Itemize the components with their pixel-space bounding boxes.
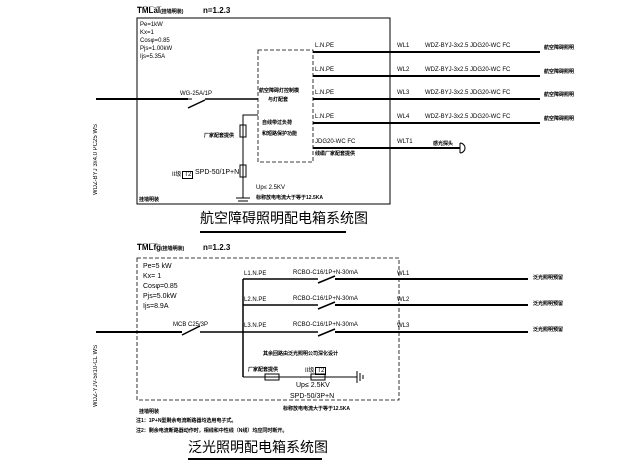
panel2-code: T̅M̅L̅f̅g̅ xyxy=(137,243,161,252)
circuit-id: WL2 xyxy=(397,67,410,73)
controller-protect-1: 自线带过负荷 xyxy=(262,120,293,126)
panel1-up-label: Up≤ 2.5KV xyxy=(256,185,285,191)
sensor-note: 线缆厂家配套提供 xyxy=(315,151,356,157)
panel1-main-breaker-label: WG-25A/1P xyxy=(180,91,213,97)
panel1-fuse-symbol xyxy=(239,124,247,138)
panel2-spd-box: T2 xyxy=(315,367,327,375)
param-pe: Pe=1kW xyxy=(140,22,163,28)
panel1-params: Pe=1kW Kx=1 Cosφ=0.85 Pjs=1.00kW Ijs=5.3… xyxy=(140,21,172,61)
controller-text-1: 航空障碍灯控制模 xyxy=(259,88,300,94)
circuit-load: 航空障碍照明 xyxy=(544,92,575,98)
param-pe: Pe=5 kW xyxy=(143,263,172,270)
circuit-breaker: RCBO-C16/1P+N-30mA xyxy=(293,296,358,302)
circuit-phase: L3.N.PE xyxy=(244,323,267,329)
param-pjs: Pjs=1.00kW xyxy=(140,46,173,52)
panel2-name: T̅M̅L̅f̅g̅(挂墙明装) xyxy=(137,243,184,252)
circuit-load: 泛光照明预留 xyxy=(533,301,564,307)
circuit-load: 泛光照明预留 xyxy=(533,275,564,281)
circuit-phase: L1.N.PE xyxy=(244,271,267,277)
panel2-mount-note: 挂墙明装 xyxy=(139,409,160,415)
panel2-main-breaker-contact xyxy=(181,325,201,336)
panel1-main-breaker-contact xyxy=(187,99,206,109)
controller-protect-2: 和短路保护功能 xyxy=(262,131,298,137)
panel1-enclosure xyxy=(136,17,391,205)
panel2-incoming-cable: WDZ-YJV-5x10-CL WS xyxy=(93,344,99,407)
note-2: 注2：剩余电流断路器动作时，相线和中性线（N线）均应同时断开。 xyxy=(136,428,288,434)
param-pjs: Pjs=5.0kW xyxy=(143,293,177,300)
panel2-discharge-note: 标称放电电流大于等于12.5KA xyxy=(283,406,350,412)
circuit-phase: L.N.PE xyxy=(315,90,335,96)
circuit-id: WL1 xyxy=(397,43,410,49)
circuit-phase: L.N.PE xyxy=(315,67,335,73)
param-ijs: Ijs=8.9A xyxy=(143,303,169,310)
circuit-load: 航空障碍照明 xyxy=(544,69,575,75)
sensor-id: WLT1 xyxy=(397,139,413,145)
circuit-phase: L.N.PE xyxy=(315,43,335,49)
panel2-n-label: n=1.2.3 xyxy=(203,243,231,252)
circuit-id: WL1 xyxy=(397,271,410,277)
circuit-load: 泛光照明预留 xyxy=(533,327,564,333)
circuit-breaker: RCBO-C16/1P+N-30mA xyxy=(293,270,358,276)
panel1-vendor-note: 厂家配套提供 xyxy=(204,133,235,139)
panel1-spd-label: SPD-50/1P+N xyxy=(195,169,240,176)
circuit-id: WL4 xyxy=(397,114,410,120)
sensor-head-symbol xyxy=(459,142,466,154)
panel1-incoming-cable: WDZ-BYJ 3x4.0 PC25 WS xyxy=(93,123,99,195)
param-ijs: Ijs=5.35A xyxy=(140,54,166,60)
circuit-id: WL3 xyxy=(397,90,410,96)
circuit-cable: WDZ-BYJ-3x2.5 JDG20-WC FC xyxy=(425,90,511,96)
sensor-load: 感光探头 xyxy=(433,141,454,147)
circuit-id: WL2 xyxy=(397,297,410,303)
circuit-phase: L.N.PE xyxy=(315,114,335,120)
panel2-fuse-symbol xyxy=(264,373,280,381)
param-kx: Kx=1 xyxy=(140,30,154,36)
panel2-mount-suffix: (挂墙明装) xyxy=(161,246,185,252)
panel2-enclosure xyxy=(136,257,400,401)
panel1-title: 航空障碍照明配电箱系统图 xyxy=(200,210,368,226)
panel2-title: 泛光照明配电箱系统图 xyxy=(188,439,328,455)
panel1-spd-branch xyxy=(242,114,258,198)
circuit-id: WL3 xyxy=(397,323,410,329)
panel2-up-label: Up≤ 2.5KV xyxy=(296,382,330,389)
panel2-spd-label: SPD-50/3P+N xyxy=(290,393,335,400)
circuit-phase: L2.N.PE xyxy=(244,297,267,303)
panel1-code: T̅M̅L̅a̅l̅ xyxy=(137,6,161,15)
circuit-cable: WDZ-BYJ-3x2.5 JDG20-WC FC xyxy=(425,114,511,120)
panel1-name: T̅M̅L̅a̅l̅(挂墙明装) xyxy=(137,6,183,15)
panel1-mount-note: 挂墙明装 xyxy=(139,197,160,203)
panel1-controller-box xyxy=(257,49,314,163)
panel2-spd-symbol xyxy=(310,373,326,381)
param-cos: Cosφ=0.85 xyxy=(143,283,178,290)
param-kx: Kx= 1 xyxy=(143,273,162,280)
param-cos: Cosφ=0.85 xyxy=(140,38,170,44)
panel1-discharge-note: 标称放电电流大于等于12.5KA xyxy=(256,195,323,201)
note-1: 注1：1P+N型剩余电流断路器均选用电子式。 xyxy=(136,418,237,424)
panel1-n-label: n=1.2.3 xyxy=(203,6,231,15)
panel1-spd-box: T2 xyxy=(182,171,194,179)
panel1-spd-symbol xyxy=(239,164,247,178)
panel1-mount-suffix: (挂墙明装) xyxy=(160,9,184,15)
panel2-params: Pe=5 kW Kx= 1 Cosφ=0.85 Pjs=5.0kW Ijs=8.… xyxy=(143,262,178,312)
panel2-main-breaker-label: MCB C25/3P xyxy=(173,322,209,328)
controller-text-2: 与灯配套 xyxy=(268,97,289,103)
panel2-vendor-note: 厂家配套提供 xyxy=(248,367,279,373)
circuit-breaker: RCBO-C16/1P+N-30mA xyxy=(293,322,358,328)
sensor-conduit: JDG20-WC FC xyxy=(315,139,356,145)
circuit-load: 航空障碍照明 xyxy=(544,45,575,51)
panel2-design-note: 其余回路由泛光照明公司深化设计 xyxy=(263,351,339,357)
circuit-cable: WDZ-BYJ-3x2.5 JDG20-WC FC xyxy=(425,43,511,49)
circuit-cable: WDZ-BYJ-3x2.5 JDG20-WC FC xyxy=(425,67,511,73)
circuit-load: 航空障碍照明 xyxy=(544,116,575,122)
